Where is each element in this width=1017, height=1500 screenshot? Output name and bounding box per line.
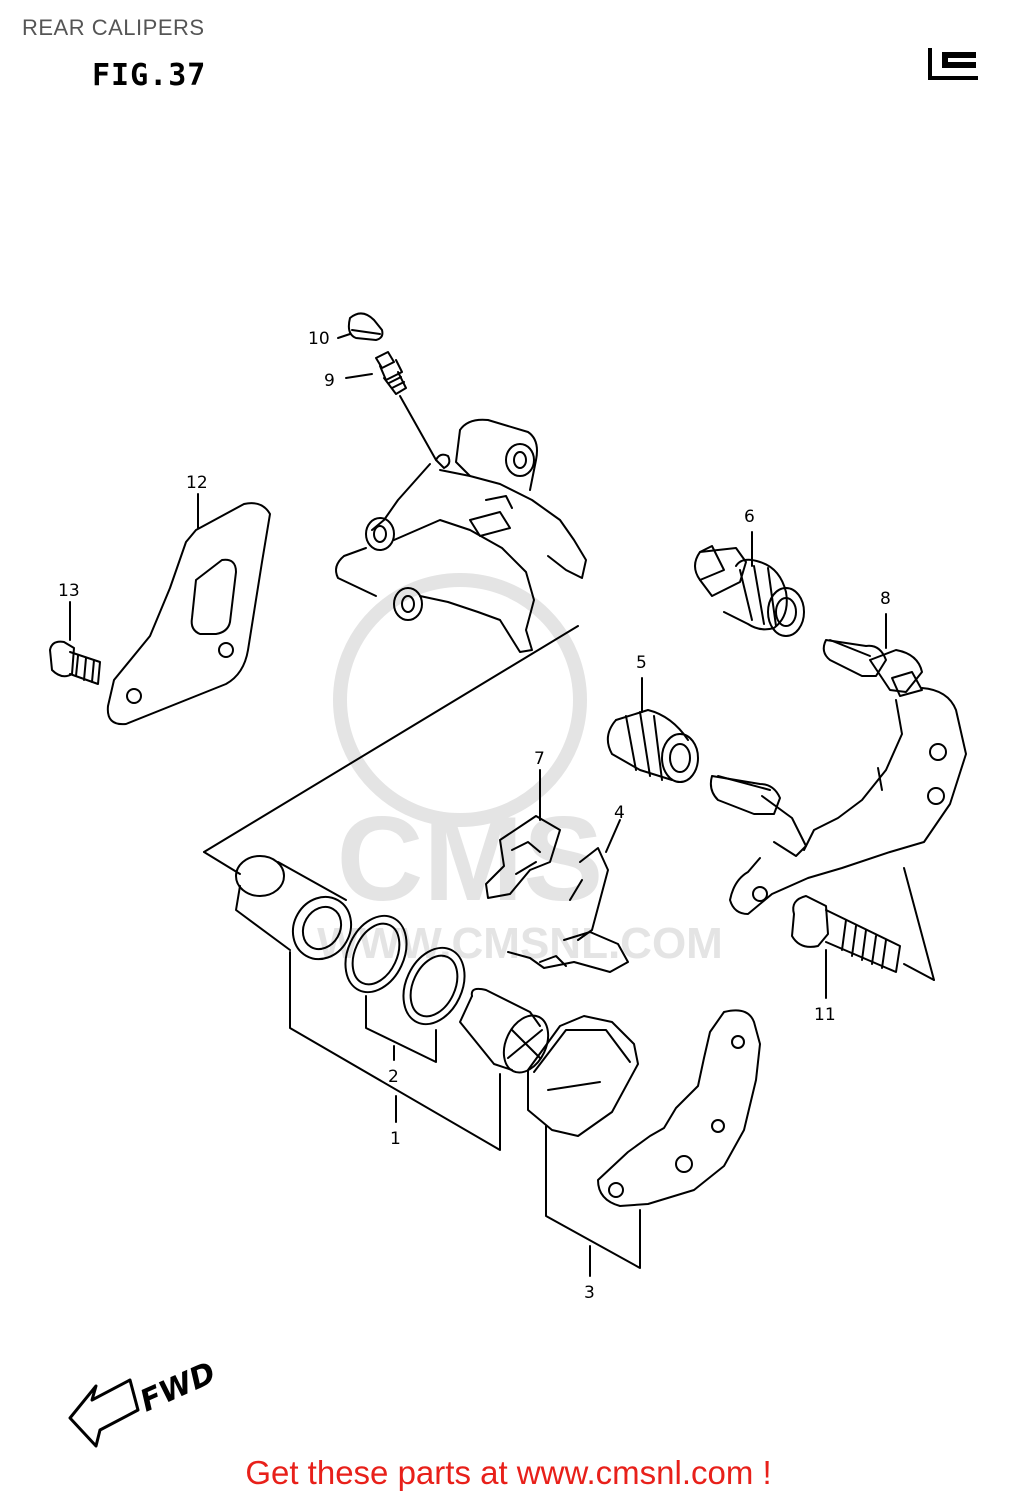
- callout-5: 5: [636, 653, 647, 673]
- callout-9: 9: [324, 371, 335, 391]
- piston-seal-part: [344, 914, 466, 1026]
- callout-1: 1: [390, 1129, 401, 1149]
- corner-mark-icon: [928, 48, 978, 80]
- forward-label: FWD: [135, 1355, 221, 1419]
- callout-10: 10: [308, 329, 330, 349]
- leader-line-10: [337, 333, 351, 339]
- piston-insulator-part: [459, 987, 550, 1074]
- watermark-url: WWW.CMSNL.COM: [317, 919, 723, 968]
- watermark-brand: CMS: [337, 792, 604, 926]
- pin-boot-part: [606, 709, 699, 783]
- bleeder-cap-part: [347, 312, 384, 341]
- figure-title: FIG.37: [92, 58, 207, 93]
- brake-pad-part: [527, 1009, 761, 1207]
- leader-line-4: [605, 819, 621, 853]
- callout-6: 6: [744, 507, 755, 527]
- bleeder-screw-part: [375, 351, 407, 395]
- support-bolt-part: [791, 895, 901, 973]
- leader-line-9b: [399, 395, 437, 461]
- callout-3: 3: [584, 1283, 595, 1303]
- bracket-part-3: [545, 1125, 641, 1269]
- caliper-body-part: [335, 418, 587, 653]
- footer-link-text[interactable]: Get these parts at www.cmsnl.com !: [245, 1454, 772, 1491]
- leader-line-9: [345, 373, 373, 379]
- mounting-plate-part: [106, 502, 271, 726]
- bracket-part-1: [289, 951, 501, 1151]
- plate-bolt-part: [49, 640, 101, 685]
- forward-arrow-icon: [68, 1378, 140, 1448]
- callout-7: 7: [534, 749, 545, 769]
- bracket-line-8a: [903, 867, 935, 981]
- piston-part: [235, 855, 353, 961]
- callout-12: 12: [186, 473, 208, 493]
- callout-11: 11: [814, 1005, 836, 1025]
- page-header-title: REAR CALIPERS: [22, 15, 205, 40]
- callout-2: 2: [388, 1067, 399, 1087]
- watermark: CMS WWW.CMSNL.COM: [317, 573, 723, 968]
- slide-pin-boot-part: [694, 545, 805, 637]
- pad-spring-clip-part: [485, 815, 561, 899]
- callout-13: 13: [58, 581, 80, 601]
- caliper-support-bracket-part: [709, 639, 967, 915]
- bracket-part-2: [365, 995, 437, 1063]
- bracket-line-8b: [903, 963, 935, 981]
- callout-8: 8: [880, 589, 891, 609]
- callout-4: 4: [614, 803, 625, 823]
- watermark-mascot-icon: [333, 573, 587, 827]
- pad-spring-part: [507, 847, 629, 973]
